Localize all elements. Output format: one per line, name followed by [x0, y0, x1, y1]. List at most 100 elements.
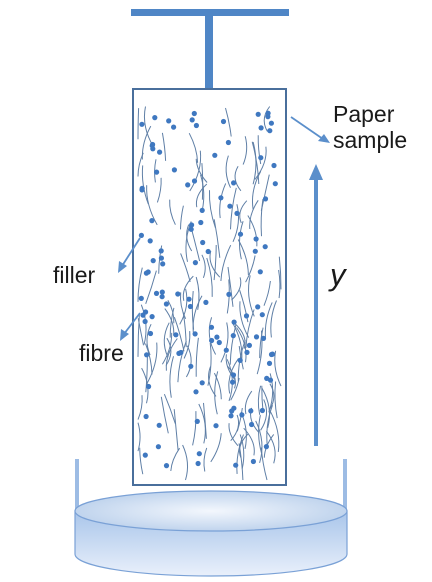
filler-particle: [272, 181, 278, 187]
filler-particle: [158, 248, 164, 254]
filler-particle: [239, 412, 245, 418]
filler-particle: [196, 451, 202, 457]
filler-particle: [188, 226, 194, 232]
fibre-strand: [208, 190, 216, 228]
fibre-strand: [228, 358, 239, 394]
fibre-strand: [173, 409, 179, 451]
filler-particle: [138, 295, 144, 301]
fibre-strand: [257, 135, 262, 165]
fibre-strand: [198, 403, 206, 444]
filler-particle: [229, 408, 235, 414]
filler-particle: [230, 379, 236, 385]
filler-particle: [149, 218, 155, 224]
fibre-strand: [230, 377, 240, 401]
filler-particle: [192, 260, 198, 266]
fibre-strand: [239, 290, 249, 323]
fibre-strand: [238, 443, 244, 481]
filler-particle: [178, 349, 184, 356]
filler-particle: [188, 363, 194, 369]
filler-particle: [175, 291, 181, 297]
fibre-strand: [189, 150, 202, 192]
filler-particle: [144, 352, 150, 358]
filler-particle: [234, 210, 240, 216]
filler-particle: [147, 330, 154, 337]
fibre-pointer-line: [123, 312, 141, 335]
fibre-strand: [156, 177, 162, 203]
filler-particle: [223, 347, 229, 353]
fibre-strand: [141, 165, 149, 205]
filler-particle: [216, 339, 222, 346]
fibre-strand: [145, 355, 148, 393]
fibre-strand: [225, 155, 231, 188]
fibre-pointer-head: [120, 329, 129, 341]
fibre-strand: [260, 199, 264, 237]
fibre-strand: [237, 239, 249, 276]
fibre-strand: [232, 204, 240, 243]
filler-particle: [152, 115, 158, 121]
filler-particle: [225, 139, 231, 146]
filler-particle: [252, 248, 258, 254]
fibre-strand: [137, 314, 140, 357]
y-axis-arrow: [309, 164, 323, 446]
filler-particle: [200, 239, 206, 246]
filler-particle: [185, 182, 191, 188]
fibre-strand: [146, 342, 158, 385]
filler-particle: [233, 462, 239, 468]
water-dish: [74, 459, 348, 577]
filler-particle: [189, 117, 195, 123]
fibre-strand: [259, 327, 264, 359]
fibre-strand: [160, 396, 169, 434]
fibre-strand: [261, 387, 271, 429]
filler-particle: [191, 178, 198, 184]
fibre-strand: [213, 219, 221, 258]
filler-particle: [218, 195, 224, 201]
filler-particle: [150, 258, 156, 264]
fibre-strand: [146, 185, 158, 226]
filler-particle: [171, 124, 177, 130]
filler-particle: [159, 289, 165, 295]
filler-particle: [266, 360, 273, 366]
fibre-strand: [263, 106, 271, 132]
fibre-strand: [254, 146, 267, 180]
fibre-strand: [243, 427, 255, 456]
filler-particle: [194, 418, 200, 424]
filler-particle: [231, 180, 237, 186]
filler-particle: [163, 463, 170, 469]
fibre-strand: [165, 338, 178, 371]
fibre-strand: [239, 301, 250, 338]
filler-particle: [147, 238, 153, 244]
fibre-strand: [177, 340, 187, 383]
filler-particle: [259, 312, 265, 318]
fibre-strand: [141, 125, 152, 160]
fibre-strand: [263, 280, 271, 306]
fibre-strand: [269, 410, 280, 452]
fibre-strand: [137, 108, 140, 140]
fibre-strand: [182, 275, 194, 301]
fibre-strand: [274, 350, 282, 387]
fibre-strand: [231, 277, 242, 301]
fibre-strand: [195, 183, 208, 208]
filler-particle: [191, 110, 197, 117]
fibre-strand: [228, 423, 239, 447]
fibre-strand: [225, 107, 232, 137]
fibre-strand: [137, 422, 141, 452]
fibre-strand: [182, 312, 187, 348]
filler-particle: [268, 120, 274, 126]
filler-particle: [199, 380, 205, 386]
fibre-strand: [195, 276, 200, 310]
fibre-strand: [255, 420, 263, 464]
fibre-strand: [251, 171, 262, 210]
filler-particle: [166, 118, 172, 124]
filler-particle: [142, 452, 148, 458]
fibre-strand: [139, 447, 144, 475]
pointer-arrows: [118, 116, 330, 341]
fibre-strand: [220, 244, 232, 282]
fibre-strand: [245, 255, 256, 283]
paper-sample-label: Paper sample: [333, 101, 407, 154]
filler-particle: [269, 351, 276, 357]
filler-particle: [248, 408, 254, 414]
fibre-strand: [213, 244, 217, 281]
fibre-strand: [260, 399, 268, 431]
filler-particle: [156, 422, 162, 428]
